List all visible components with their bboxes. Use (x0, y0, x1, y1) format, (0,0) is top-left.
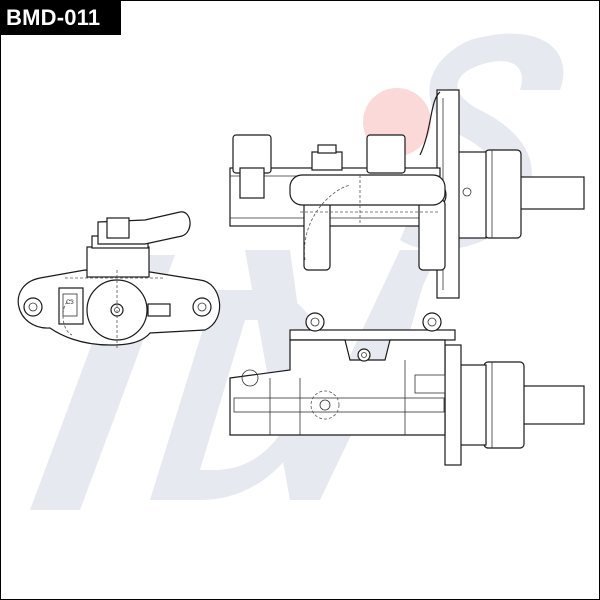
watermark-letter-d (150, 290, 324, 500)
side-view (229, 312, 585, 466)
end-view: C3 (17, 211, 221, 350)
mount-hole-right (192, 297, 212, 317)
part-number-badge: BMD-011 (0, 0, 121, 35)
svg-text:C3: C3 (66, 300, 74, 306)
top-view (229, 89, 585, 299)
mount-hole-left (23, 297, 43, 317)
